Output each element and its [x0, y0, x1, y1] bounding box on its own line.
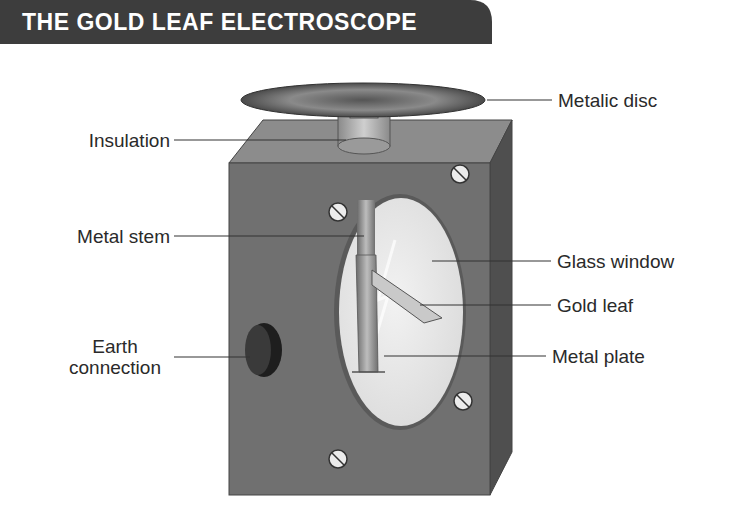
- part-label: Metal plate: [552, 346, 645, 367]
- part-label: Insulation: [89, 130, 170, 151]
- title-banner: [0, 0, 492, 44]
- part-label: Metalic disc: [558, 90, 657, 111]
- part-label: Gold leaf: [557, 295, 633, 316]
- title: THE GOLD LEAF ELECTROSCOPE: [22, 9, 417, 36]
- part-label: Metal stem: [77, 226, 170, 247]
- part-label: Earth connection: [60, 336, 170, 378]
- leader-lines: [174, 100, 552, 357]
- part-label: Glass window: [557, 251, 674, 272]
